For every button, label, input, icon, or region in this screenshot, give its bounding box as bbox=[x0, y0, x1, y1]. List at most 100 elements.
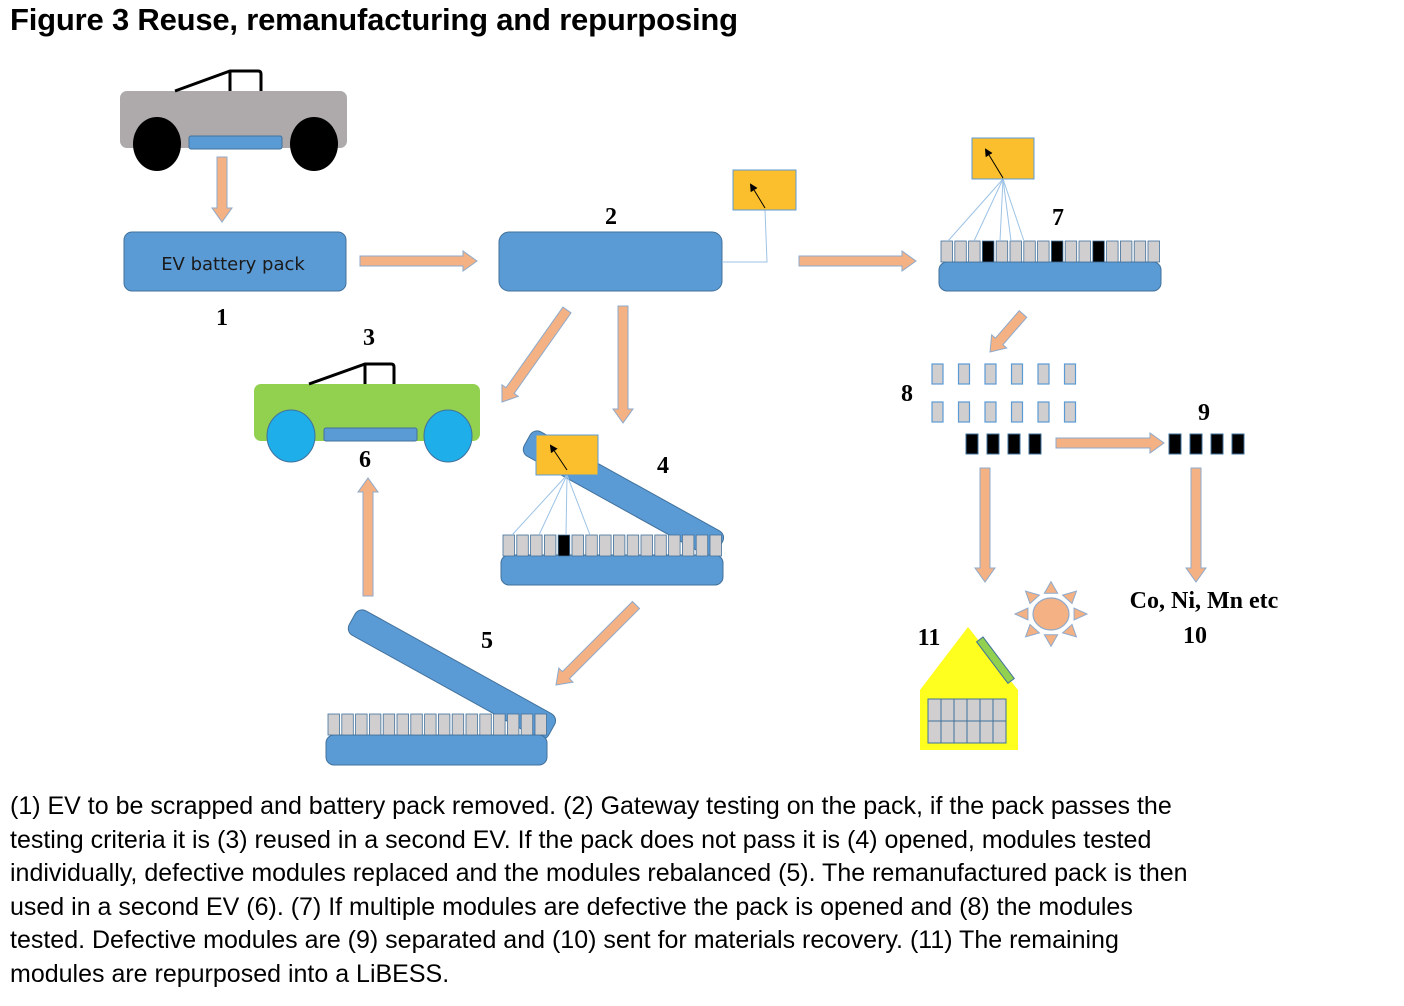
module bbox=[968, 240, 981, 263]
module bbox=[1133, 240, 1147, 263]
new-car-battery bbox=[323, 427, 418, 442]
libess-module bbox=[940, 698, 955, 722]
defective-module bbox=[1092, 240, 1105, 263]
module bbox=[585, 534, 598, 557]
separated-module bbox=[1168, 433, 1182, 455]
second-ev-car: 3 6 bbox=[254, 325, 480, 473]
module bbox=[1106, 240, 1119, 263]
defective-modules bbox=[965, 433, 1042, 455]
old-car-wheel-front bbox=[133, 117, 181, 171]
module bbox=[599, 534, 612, 557]
step-4-label: 4 bbox=[657, 453, 669, 479]
module bbox=[1064, 240, 1078, 263]
pack-5-modules bbox=[327, 713, 547, 736]
defective-module bbox=[982, 240, 995, 263]
module bbox=[493, 713, 506, 736]
module bbox=[626, 534, 640, 557]
gateway-pack-box bbox=[498, 231, 723, 292]
tested-module bbox=[1010, 401, 1024, 423]
tested-module bbox=[931, 363, 944, 385]
module bbox=[437, 713, 451, 736]
module bbox=[534, 713, 547, 736]
sun-ray bbox=[1024, 623, 1041, 638]
tested-module bbox=[984, 401, 997, 423]
defective-module bbox=[1007, 433, 1021, 455]
sun-ray bbox=[1013, 607, 1029, 621]
pack-4-tester-needle bbox=[549, 444, 568, 471]
tested-module bbox=[1010, 363, 1024, 385]
module bbox=[709, 534, 722, 557]
libess-module bbox=[927, 720, 942, 744]
step-5-remanufactured-pack: 5 bbox=[325, 609, 557, 766]
module bbox=[355, 713, 368, 736]
step-10-materials-recovery: Co, Ni, Mn etc 10 bbox=[1130, 588, 1279, 649]
battery-pack-box bbox=[123, 231, 347, 292]
caption-line: tested. Defective modules are (9) separa… bbox=[10, 926, 1119, 955]
pack-5-lid bbox=[347, 609, 557, 740]
new-car-wheel-front bbox=[266, 409, 316, 463]
pack-4-tester-box bbox=[535, 434, 599, 476]
step-9-label: 9 bbox=[1198, 400, 1210, 426]
module bbox=[410, 713, 423, 736]
sun-ray bbox=[1024, 590, 1041, 605]
arrow-defective-to-separated bbox=[1055, 432, 1165, 454]
tested-module bbox=[984, 363, 997, 385]
module bbox=[613, 534, 626, 557]
step-2-gateway-testing: 2 bbox=[498, 169, 797, 292]
module bbox=[1120, 240, 1133, 263]
module bbox=[695, 534, 709, 557]
module bbox=[640, 534, 653, 557]
libess-module bbox=[992, 698, 1007, 722]
materials-label: Co, Ni, Mn etc bbox=[1130, 588, 1279, 614]
step-6-label: 6 bbox=[359, 447, 371, 473]
gateway-tester-needle bbox=[749, 183, 766, 209]
gateway-tester-box bbox=[732, 169, 797, 211]
module bbox=[682, 534, 695, 557]
arrow-module-test-to-remanufacture bbox=[555, 600, 641, 686]
step-9-separated-modules: 9 bbox=[1168, 400, 1245, 455]
separated-module bbox=[1210, 433, 1224, 455]
process-arrows bbox=[211, 156, 1207, 686]
old-car-wheel-rear bbox=[290, 117, 338, 171]
pack-7-tester-box bbox=[971, 137, 1035, 180]
reuse-process-diagram: EV battery pack 1 2 7 3 6 4 bbox=[120, 69, 1279, 766]
module bbox=[479, 713, 492, 736]
step-11-label: 11 bbox=[918, 625, 941, 651]
defective-module bbox=[1051, 240, 1064, 263]
module bbox=[451, 713, 465, 736]
sun-icon bbox=[1013, 580, 1089, 648]
sun-ray bbox=[1043, 634, 1059, 648]
module bbox=[424, 713, 437, 736]
module bbox=[1009, 240, 1022, 263]
module bbox=[940, 240, 953, 263]
pack-5-tray bbox=[325, 734, 548, 766]
module bbox=[1023, 240, 1036, 263]
old-car-windshield bbox=[174, 69, 263, 93]
step-7-opened-pack: 7 bbox=[938, 137, 1162, 292]
sun-disc bbox=[1032, 597, 1070, 631]
figure-caption: (1) EV to be scrapped and battery pack r… bbox=[10, 790, 1400, 992]
libess-module bbox=[979, 720, 994, 744]
arrow-gateway-to-module-test bbox=[612, 305, 634, 424]
tester-wire bbox=[947, 178, 1004, 242]
arrow-gateway-to-reuse bbox=[501, 306, 572, 403]
tester-wire bbox=[999, 178, 1004, 242]
tested-module bbox=[1063, 401, 1077, 423]
old-car-battery bbox=[188, 135, 283, 150]
step-11-libess-house: 11 bbox=[918, 625, 1018, 750]
sun-ray bbox=[1061, 623, 1078, 638]
module bbox=[571, 534, 584, 557]
tester-wire bbox=[1002, 178, 1012, 242]
module bbox=[954, 240, 967, 263]
battery-pack-label: EV battery pack bbox=[161, 254, 305, 275]
arrow-open-pack-to-modules bbox=[989, 310, 1028, 353]
pack-7-tester-needle bbox=[984, 148, 1004, 179]
module bbox=[1147, 240, 1160, 263]
new-car-wheel-rear bbox=[423, 409, 473, 463]
sun-ray bbox=[1073, 607, 1089, 621]
tested-module bbox=[957, 363, 971, 385]
tested-module bbox=[1037, 363, 1050, 385]
gateway-tester-wire bbox=[722, 209, 768, 263]
separated-module bbox=[1231, 433, 1245, 455]
pack-4-tester-wires bbox=[511, 474, 591, 536]
